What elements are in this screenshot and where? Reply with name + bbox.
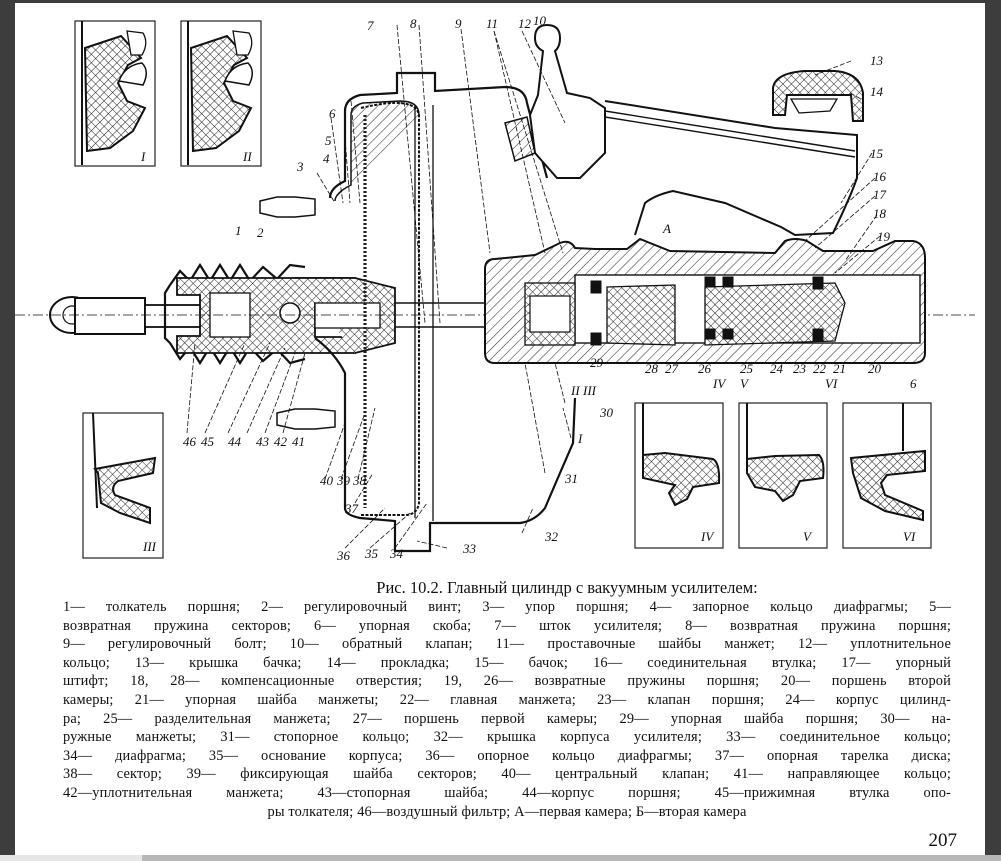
callout: 19 (877, 229, 891, 244)
detail-label: IV (700, 529, 715, 544)
detail-iv: IV (634, 402, 724, 549)
callout: 32 (544, 529, 559, 544)
figure-caption: Рис. 10.2. Главный цилиндр с вакуумным у… (63, 578, 951, 821)
callout: 1 (235, 223, 242, 238)
legend-line: ружные манжеты; 31— стопорное кольцо; 32… (63, 729, 951, 746)
callout: IV (712, 376, 727, 391)
callout: 9 (455, 16, 462, 31)
scrollbar-thumb[interactable] (0, 855, 142, 861)
callout: 12 (518, 16, 532, 31)
callout: 17 (873, 187, 887, 202)
callout: 35 (364, 546, 379, 561)
legend-line: 1— толкатель поршня; 2— регулировочный в… (63, 599, 951, 615)
callout: 25 (740, 361, 754, 376)
legend-line: ра; 25— разделительная манжета; 27— порш… (63, 710, 951, 727)
callout: 2 (257, 225, 264, 240)
detail-label: III (142, 539, 157, 554)
detail-iii: III (82, 412, 164, 559)
detail-v: V (738, 402, 828, 549)
legend-line: 38— сектор; 39— фиксирующая шайба сектор… (63, 766, 951, 783)
callout: 45 (201, 434, 215, 449)
callout: 29 (590, 355, 604, 370)
callout: 28 (645, 361, 659, 376)
legend-line: 42—уплотнительная манжета; 43—стопорная … (63, 784, 951, 801)
callout: 23 (793, 361, 807, 376)
callout: 18 (873, 206, 887, 221)
callout: 39 (336, 473, 351, 488)
callout: 38 (352, 473, 367, 488)
main-assembly (15, 23, 975, 553)
callout: 20 (868, 361, 882, 376)
callout: 34 (389, 546, 404, 561)
callout: 7 (367, 18, 374, 33)
callout: 24 (770, 361, 784, 376)
detail-ii: II (180, 20, 262, 167)
chamber-label: A (662, 221, 671, 236)
callout: 5 (325, 133, 332, 148)
callout: III (582, 383, 597, 398)
callout: 10 (533, 13, 547, 28)
callout: 21 (833, 361, 846, 376)
callout: 44 (228, 434, 242, 449)
horizontal-scrollbar[interactable] (0, 855, 1001, 861)
detail-label: I (140, 149, 146, 164)
callout: 22 (813, 361, 827, 376)
detail-label: V (803, 529, 813, 544)
callout: 37 (344, 501, 359, 516)
callout: V (740, 376, 750, 391)
callout: VI (825, 376, 838, 391)
legend-line: камеры; 21— упорная шайба манжеты; 22— г… (63, 691, 951, 708)
callout: 46 (183, 434, 197, 449)
callout: 30 (599, 405, 614, 420)
legend-line: 9— регулировочный болт; 10— обратный кла… (63, 636, 951, 653)
detail-vi: VI (842, 402, 932, 549)
legend-line: штифт; 18, 28— компенсационные отверстия… (63, 673, 951, 690)
callout: I (577, 431, 583, 446)
callout: 33 (462, 541, 477, 556)
callout: II (570, 383, 580, 398)
callout: 40 (320, 473, 334, 488)
callout: 43 (256, 434, 270, 449)
callout: 4 (323, 151, 330, 166)
callout: 6 (910, 376, 917, 391)
callout: 3 (296, 159, 304, 174)
callout: 13 (870, 53, 884, 68)
legend-line: кольцо; 13— крышка бачка; 14— прокладка;… (63, 654, 951, 671)
detail-i: I (74, 20, 156, 167)
callout: 15 (870, 146, 884, 161)
caption-legend: 1— толкатель поршня; 2— регулировочный в… (63, 598, 951, 821)
technical-drawing: I II III IV (15, 13, 975, 563)
legend-line: 34— диафрагма; 35— основание корпуса; 36… (63, 747, 951, 764)
detail-label: II (242, 149, 252, 164)
callout: 6 (329, 106, 336, 121)
callout: 8 (410, 16, 417, 31)
page-number: 207 (928, 830, 958, 851)
document-page: I II III IV (15, 3, 985, 855)
legend-line: возвратная пружина секторов; 6— упорная … (63, 617, 951, 634)
callout: 31 (564, 471, 578, 486)
callout: 14 (870, 84, 884, 99)
callout: 41 (292, 434, 305, 449)
callout-labels: 1 2 3 4 5 6 7 8 9 10 11 12 13 14 15 16 1… (183, 13, 917, 563)
legend-line: ры толкателя; 46—воздушный фильтр; А—пер… (267, 803, 747, 820)
caption-title: Рис. 10.2. Главный цилиндр с вакуумным у… (376, 578, 758, 597)
callout: 16 (873, 169, 887, 184)
callout: 36 (336, 548, 351, 563)
callout: 26 (698, 361, 712, 376)
detail-label: VI (903, 529, 916, 544)
callout: 27 (665, 361, 679, 376)
callout: 11 (486, 16, 498, 31)
callout: 42 (274, 434, 288, 449)
